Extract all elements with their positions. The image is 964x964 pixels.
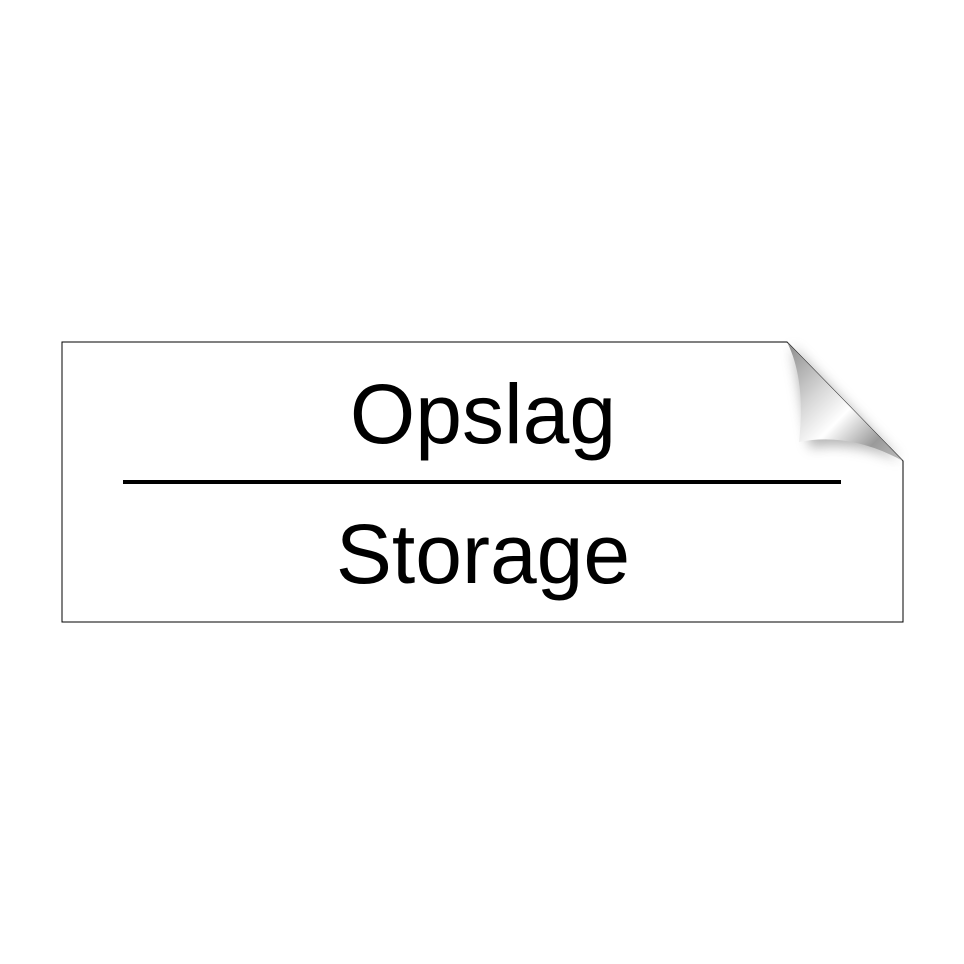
peel-corner-curl bbox=[787, 342, 903, 461]
bottom-text: Storage bbox=[335, 507, 631, 601]
divider-line bbox=[123, 480, 841, 484]
top-text: Opslag bbox=[349, 367, 617, 461]
